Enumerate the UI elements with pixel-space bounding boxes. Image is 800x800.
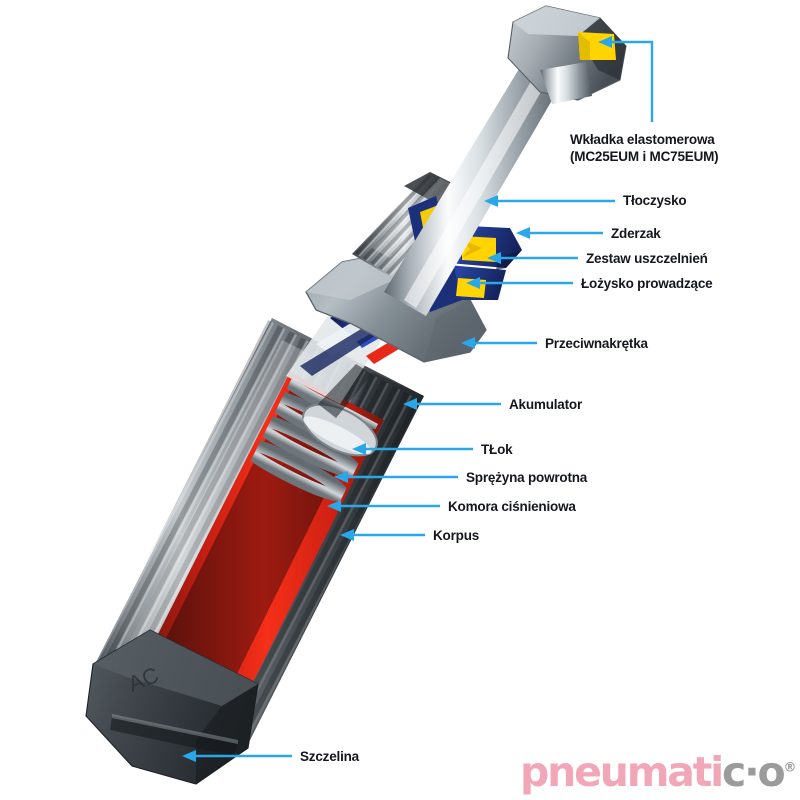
brand-text-gray: c·o <box>721 748 786 796</box>
arrowhead-piston <box>352 443 366 455</box>
rod-stub <box>540 62 592 104</box>
accumulator-dark-edge <box>300 326 378 376</box>
top-cap-assembly <box>507 5 627 104</box>
gap-groove <box>110 716 238 756</box>
callout-label-piston: TŁok <box>481 442 513 457</box>
brand-text-pink: pneumati <box>520 748 724 796</box>
bottom-cap-shadow-facet <box>196 684 258 784</box>
callout-leaders <box>182 36 654 762</box>
arrowhead-seal-kit <box>487 252 501 264</box>
callout-text-line1: Wkładka elastomerowa <box>570 132 715 147</box>
arrowhead-elastomer-insert <box>598 36 612 48</box>
arrowhead-lock-nut <box>461 337 475 349</box>
callout-label-piston-rod: Tłoczysko <box>623 193 687 208</box>
callout-label-body: Korpus <box>433 528 480 543</box>
top-hex-cap-top-facet <box>513 6 600 36</box>
arrowhead-bumper <box>516 227 530 239</box>
piston-rod-highlight <box>404 52 560 308</box>
seal-housing-shadow <box>496 250 522 270</box>
callout-label-seal-kit: Zestaw uszczelnień <box>586 251 708 266</box>
callout-label-return-spring: Sprężyna powrotna <box>466 470 588 485</box>
arrowhead-pressure-chamber <box>327 500 341 512</box>
bottom-end-cap: AC <box>85 629 259 785</box>
gap-groove-highlight <box>112 714 238 744</box>
leader-elastomer-insert <box>609 40 654 122</box>
piston-shadow <box>318 364 372 418</box>
arrowhead-body <box>340 529 354 541</box>
callout-label-bumper: Zderzak <box>611 226 661 241</box>
brand-wordmark: pneumatic·o® <box>520 752 796 793</box>
callout-label-lock-nut: Przeciwnakrętka <box>545 336 648 351</box>
elastomer-insert-shade <box>578 32 590 60</box>
absorber-assembly: AC <box>85 5 627 785</box>
arrowhead-guide-bearing <box>466 277 480 289</box>
arrowhead-accumulator <box>403 398 417 410</box>
bottom-cap-top-facet <box>93 630 258 706</box>
callout-label-pressure-chamber: Komora ciśnieniowa <box>448 499 576 514</box>
arrowhead-gap <box>182 750 196 762</box>
registered-trademark-icon: ® <box>783 760 797 776</box>
arrowhead-return-spring <box>334 471 348 483</box>
callout-label-guide-bearing: Łożysko prowadzące <box>581 276 713 291</box>
piston-rod <box>384 44 572 316</box>
callout-text-line2: (MC25EUM i MC75EUM) <box>570 149 719 165</box>
callout-label-accumulator: Akumulator <box>509 397 583 412</box>
arrowhead-piston-rod <box>484 195 498 207</box>
callout-label-gap: Szczelina <box>300 749 359 764</box>
piston <box>302 364 378 457</box>
callout-label-elastomer-insert: Wkładka elastomerowa (MC25EUM i MC75EUM) <box>570 131 719 166</box>
